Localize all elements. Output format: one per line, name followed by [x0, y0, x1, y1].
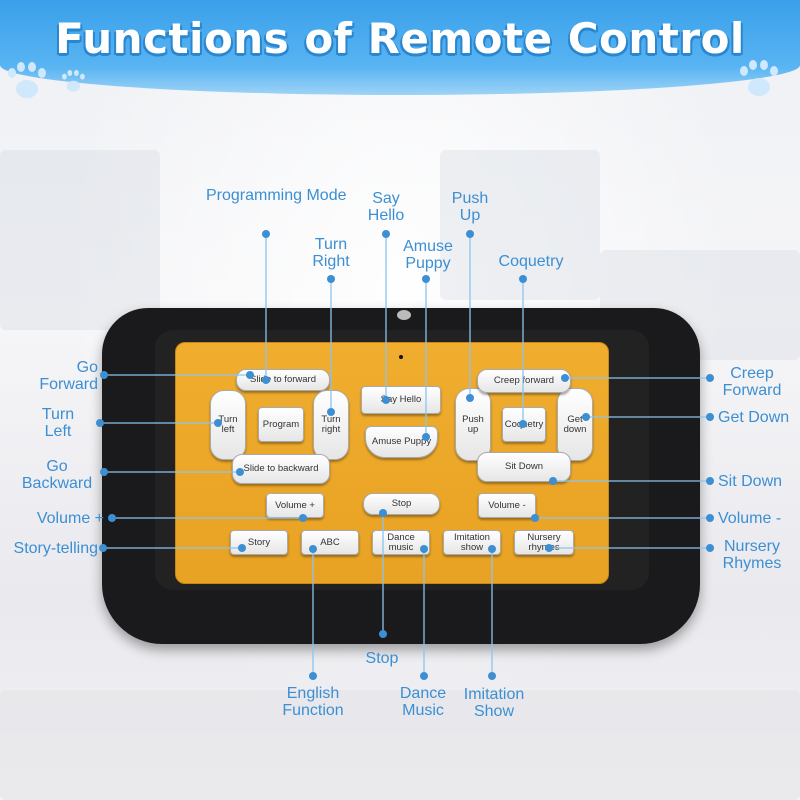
callout-nursery-rhymes: Nursery Rhymes — [722, 538, 782, 572]
callout-creep-forward: Creep Forward — [722, 365, 782, 399]
story-button[interactable]: Story — [230, 530, 288, 555]
callout-english-function: English Function — [282, 685, 344, 719]
callout-turn-left: Turn Left — [41, 406, 75, 440]
get-down-button[interactable]: Get down — [557, 388, 593, 461]
callout-go-backward: Go Backward — [21, 458, 93, 492]
background-shape — [0, 150, 160, 330]
callout-stop: Stop — [365, 650, 399, 667]
turn-right-button[interactable]: Turn right — [313, 390, 349, 460]
callout-story-telling: Story-telling — [13, 540, 98, 557]
push-up-button[interactable]: Push up — [455, 388, 491, 461]
turn-left-button[interactable]: Turn left — [210, 390, 246, 460]
callout-coquetry: Coquetry — [498, 253, 564, 270]
callout-volume-plus: Volume + — [36, 510, 104, 527]
callout-push-up: Push Up — [451, 190, 489, 224]
callout-dance-music: Dance Music — [399, 685, 447, 719]
volume-down-button[interactable]: Volume - — [478, 493, 536, 518]
background-shape — [440, 150, 600, 300]
title-banner: Functions of Remote Control — [0, 0, 800, 95]
abc-button[interactable]: ABC — [301, 530, 359, 555]
slide-backward-button[interactable]: Slide to backward — [232, 454, 330, 484]
callout-sit-down: Sit Down — [718, 473, 783, 490]
coquetry-button[interactable]: Coquetry — [502, 407, 546, 442]
callout-get-down: Get Down — [718, 409, 790, 426]
volume-up-button[interactable]: Volume + — [266, 493, 324, 518]
stop-button[interactable]: Stop — [363, 493, 440, 515]
sit-down-button[interactable]: Sit Down — [477, 452, 571, 482]
slide-forward-button[interactable]: Slide to forward — [236, 369, 330, 391]
say-hello-button[interactable]: Say Hello — [361, 386, 441, 414]
nursery-rhymes-button[interactable]: Nursery rhymes — [514, 530, 574, 555]
program-button[interactable]: Program — [258, 407, 304, 442]
callout-amuse-puppy: Amuse Puppy — [403, 238, 453, 272]
remote-antenna — [397, 310, 411, 320]
background-floor — [0, 690, 800, 800]
callout-programming-mode: Programming Mode — [206, 187, 347, 204]
indicator-led — [399, 355, 403, 359]
callout-turn-right: Turn Right — [312, 236, 350, 270]
dance-music-button[interactable]: Dance music — [372, 530, 430, 555]
amuse-puppy-button[interactable]: Amuse Puppy — [365, 426, 438, 458]
creep-forward-button[interactable]: Creep forward — [477, 369, 571, 393]
callout-imitation-show: Imitation Show — [463, 686, 525, 720]
callout-say-hello: Say Hello — [367, 190, 405, 224]
imitation-show-button[interactable]: Imitation show — [443, 530, 501, 555]
callout-volume-minus: Volume - — [718, 510, 782, 527]
callout-go-forward: Go Forward — [39, 359, 98, 393]
page-title: Functions of Remote Control — [55, 14, 745, 63]
